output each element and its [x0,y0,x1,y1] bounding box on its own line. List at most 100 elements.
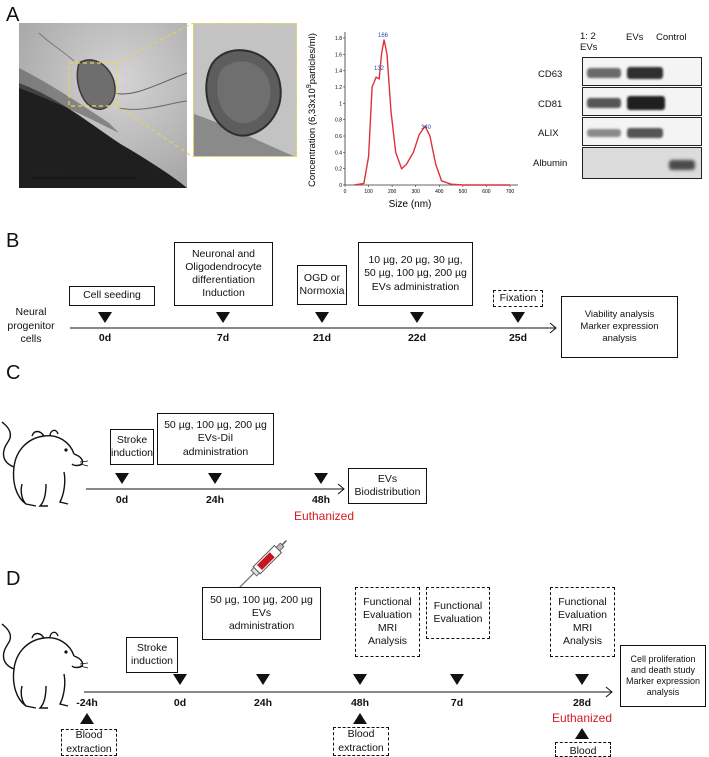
wb-column-label-evs: EVs [626,32,644,43]
c-marker-48h [314,473,328,484]
d-step-evs-administration: 50 µg, 100 µg, 200 µg EVs administration [202,587,321,640]
b-tick-25d: 25d [508,332,528,344]
nta-size-distribution-chart: 0 100 200 300 400 500 600 700 0 0.2 0.4 0.6 0.8 1 1.2… [300,20,525,210]
d-blood-extraction-48h: Blood extraction [333,727,389,756]
nta-y-tick-label: 0.8 [335,118,342,124]
nta-y-tick-label: 1.2 [335,85,342,91]
tem-micrograph: 200 nm [19,23,187,188]
d-tick-48h: 48h [350,697,370,709]
d-tick-24h: 24h [253,697,273,709]
d-blood-extraction-minus-24h: Blood extraction [61,729,117,756]
c-step-stroke-induction: Stroke induction [110,429,154,465]
d-tick-0d: 0d [173,697,187,709]
panel-letter-d: D [6,568,21,590]
nta-x-tick-label: 400 [435,189,444,195]
nta-y-tick-label: 0.2 [335,167,342,173]
wb-band-row-alix [582,117,702,146]
d-outcome-cell-proliferation: Cell proliferation and death study Marke… [620,645,706,707]
d-marker-28d [575,674,589,685]
d-step-functional-mri-48h: Functional Evaluation MRI Analysis [355,587,420,657]
b-step-differentiation-induction: Neuronal and Oligodendrocyte differentia… [174,242,273,306]
nta-x-tick-label: 100 [364,189,373,195]
d-tick-7d: 7d [450,697,464,709]
d-step-functional-mri-28d: Functional Evaluation MRI Analysis [550,587,615,657]
d-marker-48h [353,674,367,685]
nta-x-tick-label: 300 [412,189,421,195]
b-step-fixation: Fixation [493,290,543,307]
b-tick-0d: 0d [98,332,112,344]
wb-row-label-cd81: CD81 [538,99,563,110]
b-marker-22d [410,312,424,323]
wb-column-label-1-2-evs: 1: 2 EVs [580,31,598,53]
nta-x-tick-label: 600 [482,189,491,195]
wb-row-label-cd63: CD63 [538,69,563,80]
b-marker-7d [216,312,230,323]
d-blood-extraction-28d: Blood extraction [555,742,611,757]
d-tick-minus-24h: -24h [76,697,98,709]
b-outcome-viability-marker: Viability analysis Marker expression ana… [561,296,678,358]
b-step-evs-administration: 10 µg, 20 µg, 30 µg, 50 µg, 100 µg, 200 … [358,242,473,306]
d-marker-24h [256,674,270,685]
c-marker-0d [115,473,129,484]
nta-x-tick-label: 500 [459,189,468,195]
c-outcome-evs-biodistribution: EVs Biodistribution [348,468,427,504]
nta-y-tick-label: 1.4 [335,69,342,75]
c-rat-icon [1,421,89,507]
c-step-evs-dii-administration: 50 µg, 100 µg, 200 µg EVs-DiI administra… [157,413,274,465]
zoom-connector-lines [116,22,194,158]
nta-y-tick-label: 0.6 [335,134,342,140]
d-euthanized-label: Euthanized [551,711,613,725]
tem-zoom-inset [193,23,297,157]
d-marker-blood-28d [575,728,589,739]
panel-letter-b: B [6,230,20,252]
c-tick-24h: 24h [205,494,225,506]
nta-y-tick-label: 1.8 [335,36,342,42]
nta-y-axis-label: Concentration (6,33x109particles/ml) [306,33,318,187]
syringe-icon [237,540,287,590]
wb-column-label-control: Control [656,32,687,43]
b-step-ogd-normoxia: OGD or Normoxia [297,265,347,305]
panel-letter-c: C [6,362,21,384]
nta-x-tick-label: 200 [388,189,397,195]
d-marker-7d [450,674,464,685]
d-marker-blood-minus-24h [80,713,94,724]
c-tick-48h: 48h [311,494,331,506]
nta-y-tick-label: 1 [339,101,342,107]
d-marker-0d [173,674,187,685]
wb-row-label-albumin: Albumin [533,158,568,169]
wb-row-label-alix: ALIX [538,128,559,139]
c-euthanized-label: Euthanized [293,509,355,523]
d-marker-blood-48h [353,713,367,724]
nta-y-tick-label: 0 [339,183,342,189]
b-tick-7d: 7d [216,332,230,344]
wb-band-row-cd63 [582,57,702,86]
nta-y-tick-label: 0.4 [335,150,342,156]
d-tick-28d: 28d [572,697,592,709]
wb-band-row-cd81 [582,87,702,116]
nta-x-tick-label: 700 [506,189,515,195]
nta-peak-340: 340 [421,125,432,131]
nta-peak-132: 132 [374,66,385,72]
nta-y-tick-label: 1.6 [335,52,342,58]
b-tick-22d: 22d [407,332,427,344]
nta-peak-166: 166 [378,33,389,39]
c-tick-0d: 0d [115,494,129,506]
b-start-label: Neural progenitor cells [7,306,55,346]
d-step-functional-7d: Functional Evaluation [426,587,490,639]
tem-scale-bar-label: 200 nm [31,166,62,176]
nta-x-axis-label: Size (nm) [389,199,432,210]
panel-letter-a: A [6,4,20,26]
b-step-cell-seeding: Cell seeding [69,286,155,306]
c-marker-24h [208,473,222,484]
nta-x-tick-label: 0 [344,189,347,195]
wb-band-row-albumin [582,147,702,179]
d-rat-icon [1,623,89,709]
western-blot: 1: 2 EVs EVs Control CD63 CD81 ALIX Albu… [530,25,705,185]
b-marker-0d [98,312,112,323]
b-marker-25d [511,312,525,323]
d-step-stroke-induction: Stroke induction [126,637,178,673]
